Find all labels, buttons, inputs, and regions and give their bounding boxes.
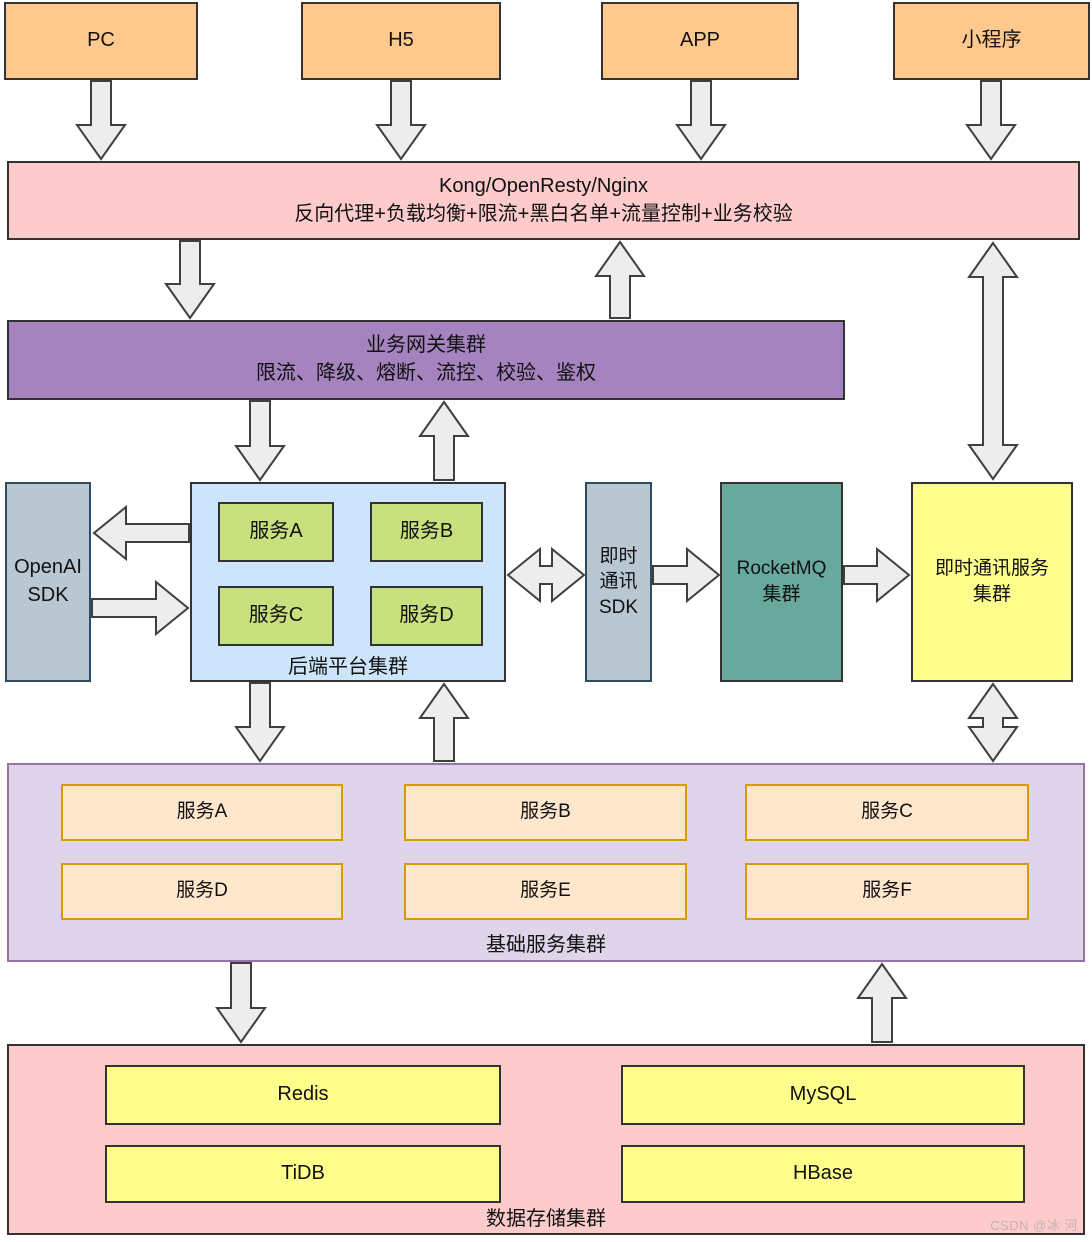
arrow-pc-to-edge <box>75 80 127 161</box>
arrow-edge-to-gateway <box>164 240 216 320</box>
business-gateway-box: 业务网关集群 限流、降级、熔断、流控、校验、鉴权 <box>7 320 845 400</box>
arrow-imsdk-to-rocketmq <box>652 546 721 604</box>
base-service-c: 服务C <box>745 784 1029 841</box>
store-mysql-label: MySQL <box>789 1083 857 1106</box>
base-service-f-label: 服务F <box>862 880 912 902</box>
base-service-f: 服务F <box>745 863 1029 920</box>
base-service-c-label: 服务C <box>861 801 913 823</box>
platform-service-a-label: 服务A <box>249 520 303 543</box>
client-label-h5: H5 <box>388 29 414 52</box>
client-box-pc: PC <box>4 2 198 80</box>
platform-service-b-label: 服务B <box>399 520 454 543</box>
client-box-h5: H5 <box>301 2 501 80</box>
platform-service-b: 服务B <box>370 502 483 562</box>
client-label-miniprogram: 小程序 <box>961 29 1022 52</box>
im-sdk-line2: 通讯 <box>599 571 638 593</box>
watermark: CSDN @冰 河 <box>990 1218 1078 1233</box>
arrow-platform-to-gateway <box>418 400 470 481</box>
store-tidb-label: TiDB <box>281 1162 325 1185</box>
rocketmq-line1: RocketMQ <box>736 557 827 579</box>
edge-gateway-box: Kong/OpenResty/Nginx 反向代理+负载均衡+限流+黑白名单+流… <box>7 161 1080 240</box>
client-label-app: APP <box>679 29 721 52</box>
base-service-b: 服务B <box>404 784 687 841</box>
im-service-box: 即时通讯服务 集群 <box>911 482 1073 682</box>
arrow-base-to-platform <box>418 682 470 762</box>
im-sdk-line3: SDK <box>598 596 639 618</box>
arrow-storage-to-base <box>856 962 908 1043</box>
arrow-platform-to-base <box>234 682 286 763</box>
arrow-platform-to-openai <box>92 504 190 562</box>
backend-platform-caption: 后端平台集群 <box>288 656 408 678</box>
store-hbase: HBase <box>621 1145 1025 1203</box>
edge-gateway-subtitle: 反向代理+负载均衡+限流+黑白名单+流量控制+业务校验 <box>294 202 793 225</box>
business-gateway-subtitle: 限流、降级、熔断、流控、校验、鉴权 <box>256 362 596 384</box>
arrow-rocketmq-to-imservice <box>843 546 911 604</box>
base-service-d-label: 服务D <box>176 880 228 902</box>
client-box-app: APP <box>601 2 799 80</box>
arrow-miniprogram-to-edge <box>965 80 1017 161</box>
arrow-gateway-to-edge <box>594 240 646 319</box>
store-tidb: TiDB <box>105 1145 501 1203</box>
platform-service-d-label: 服务D <box>399 604 454 627</box>
arrow-platform-imsdk-both <box>506 546 586 604</box>
base-service-a: 服务A <box>61 784 343 841</box>
base-services-caption: 基础服务集群 <box>486 934 606 956</box>
store-redis-label: Redis <box>277 1083 329 1106</box>
arrow-edge-imservice-both <box>967 241 1019 481</box>
arrow-imservice-base-both <box>967 682 1019 763</box>
client-box-miniprogram: 小程序 <box>893 2 1090 80</box>
arrow-h5-to-edge <box>375 80 427 161</box>
openai-sdk-line1: OpenAI <box>14 556 82 579</box>
base-service-e-label: 服务E <box>520 880 571 902</box>
base-service-e: 服务E <box>404 863 687 920</box>
client-label-pc: PC <box>87 29 115 52</box>
store-hbase-label: HBase <box>792 1162 854 1185</box>
openai-sdk-box: OpenAI SDK <box>5 482 91 682</box>
base-service-b-label: 服务B <box>520 801 571 823</box>
platform-service-a: 服务A <box>218 502 334 562</box>
arrow-openai-to-platform <box>91 579 190 637</box>
edge-gateway-title: Kong/OpenResty/Nginx <box>438 174 648 197</box>
im-sdk-line1: 即时 <box>599 546 638 568</box>
platform-service-c: 服务C <box>218 586 334 646</box>
arrow-base-to-storage <box>215 962 267 1044</box>
openai-sdk-line2: SDK <box>27 584 69 606</box>
data-storage-caption: 数据存储集群 <box>486 1208 606 1230</box>
business-gateway-title: 业务网关集群 <box>366 334 486 357</box>
im-sdk-box: 即时 通讯 SDK <box>585 482 652 682</box>
arrow-gateway-to-platform <box>234 400 286 482</box>
arrow-app-to-edge <box>675 80 727 161</box>
base-service-d: 服务D <box>61 863 343 920</box>
im-service-line2: 集群 <box>972 584 1011 605</box>
im-service-line1: 即时通讯服务 <box>934 557 1049 579</box>
platform-service-c-label: 服务C <box>248 604 304 627</box>
rocketmq-box: RocketMQ 集群 <box>720 482 843 682</box>
base-service-a-label: 服务A <box>176 801 228 823</box>
platform-service-d: 服务D <box>370 586 483 646</box>
rocketmq-line2: 集群 <box>762 584 801 605</box>
store-redis: Redis <box>105 1065 501 1125</box>
store-mysql: MySQL <box>621 1065 1025 1125</box>
